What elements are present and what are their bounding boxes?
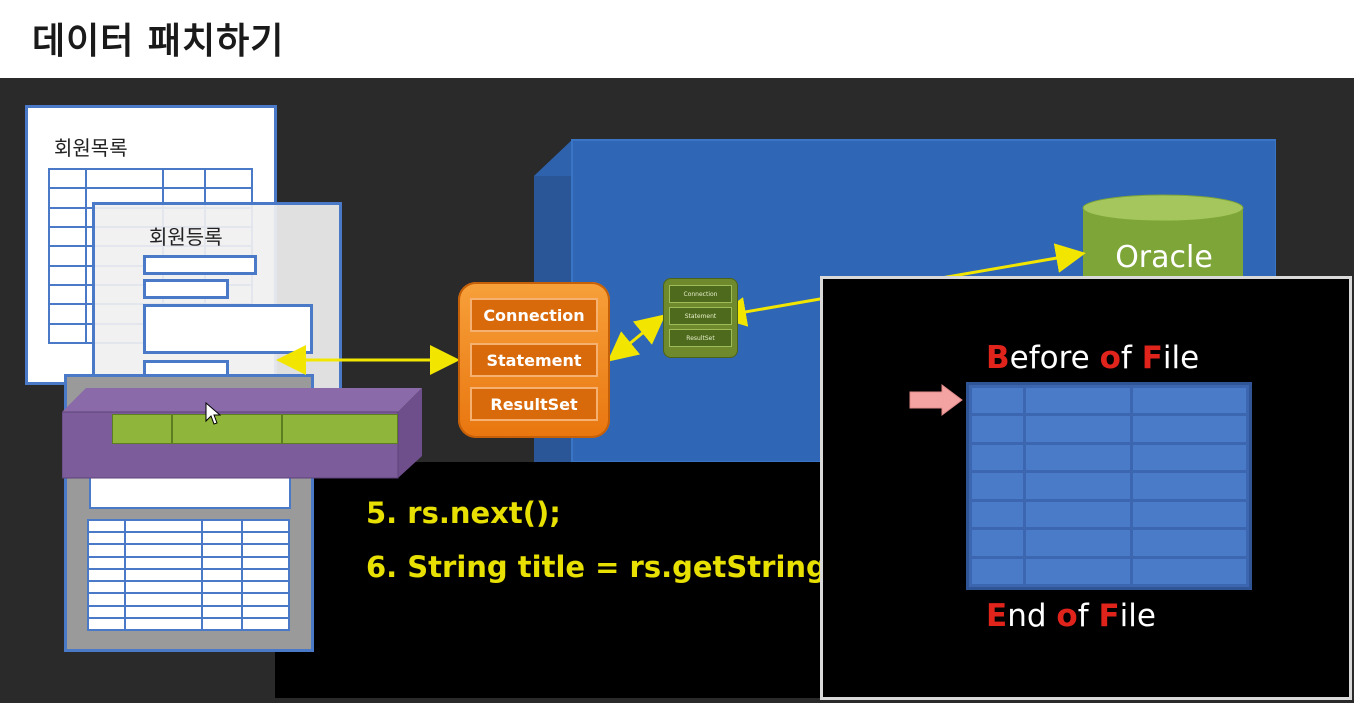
- server-jdbc-box: Connection Statement ResultSet: [663, 278, 738, 358]
- cursor-arrow-icon: [909, 384, 963, 416]
- eof-label: End of File: [986, 598, 1156, 634]
- bof-part: B: [986, 340, 1010, 376]
- member-register-title: 회원등록: [149, 225, 223, 249]
- member-list-title: 회원목록: [54, 136, 128, 160]
- row-cell-1: [112, 414, 172, 444]
- row-highlight-box: [62, 388, 422, 479]
- resultset-table: [966, 382, 1252, 590]
- eof-part: o: [1056, 598, 1078, 634]
- register-field-2: [143, 279, 229, 299]
- jdbc-objects-box: Connection Statement ResultSet: [458, 282, 610, 438]
- bof-part: o: [1099, 340, 1121, 376]
- oracle-database-icon: [1082, 194, 1244, 286]
- register-field-1: [143, 255, 257, 275]
- resultset-label: ResultSet: [470, 387, 598, 421]
- bof-part: F: [1141, 340, 1163, 376]
- detail-table: [87, 518, 290, 632]
- eof-part: f: [1077, 598, 1099, 634]
- small-statement-label: Statement: [669, 307, 732, 325]
- title-bar: [0, 0, 1354, 78]
- small-connection-label: Connection: [669, 285, 732, 303]
- arrow-jdbc-to-small: [607, 314, 666, 362]
- small-resultset-label: ResultSet: [669, 329, 732, 347]
- bof-part: f: [1120, 340, 1142, 376]
- row-cell-3: [282, 414, 398, 444]
- eof-part: ile: [1119, 598, 1156, 634]
- eof-part: E: [986, 598, 1008, 634]
- mouse-pointer-icon: [205, 402, 221, 425]
- statement-label: Statement: [470, 343, 598, 377]
- eof-part: nd: [1007, 598, 1057, 634]
- eof-part: F: [1098, 598, 1120, 634]
- row-cell-2: [172, 414, 282, 444]
- detail-field: [89, 475, 291, 509]
- connection-label: Connection: [470, 298, 598, 332]
- bof-part: ile: [1162, 340, 1200, 376]
- bof-part: efore: [1009, 340, 1100, 376]
- oracle-label: Oracle: [1115, 240, 1213, 275]
- page-title: 데이터 패치하기: [32, 21, 285, 62]
- code-panel: [275, 462, 835, 698]
- code-line-next: 5. rs.next();: [366, 496, 561, 530]
- bof-label: Before of File: [986, 340, 1199, 376]
